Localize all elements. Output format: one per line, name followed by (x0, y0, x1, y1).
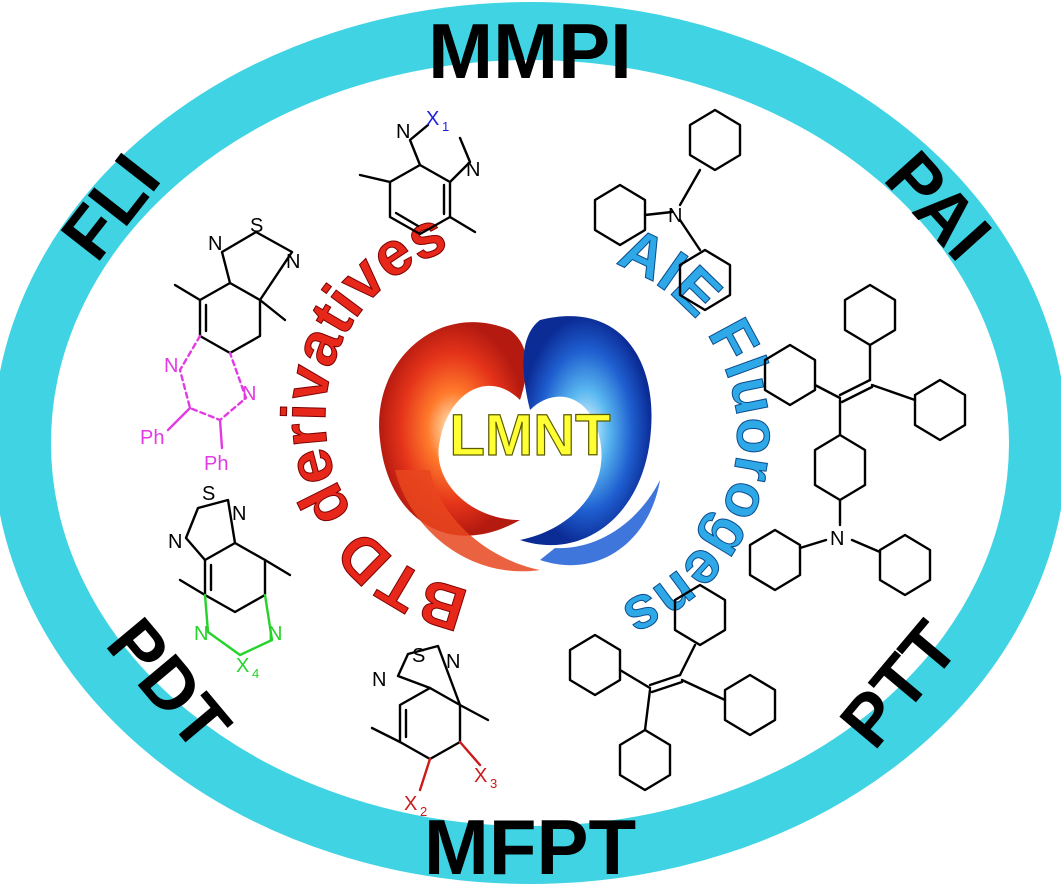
substituent-bond (173, 283, 202, 302)
atom-n: N (446, 651, 460, 673)
phenyl-ring (913, 378, 967, 442)
structure-tpe (568, 583, 777, 792)
atom-x3-sub: 3 (490, 776, 497, 791)
atom-n: N (830, 528, 844, 550)
atom-x2-sub: 2 (420, 804, 427, 819)
benzene-ring (398, 686, 462, 761)
five-ring (448, 136, 472, 184)
atom-n-magenta: N (164, 355, 178, 377)
benzene-ring (203, 541, 267, 614)
ring-label-bottom: MFPT (424, 803, 636, 886)
aryl-bond (618, 668, 652, 690)
phenyl-ring (678, 248, 732, 312)
ethylene-bond (838, 378, 872, 397)
atom-n-green: N (268, 623, 282, 645)
atom-x1-sub: 1 (442, 119, 449, 134)
thiadiazole (220, 230, 294, 302)
structure-triphenylamine: N (593, 108, 742, 312)
n-phenyl-bond (643, 210, 674, 217)
atom-n: N (396, 121, 410, 143)
green-ring (203, 593, 274, 657)
aryl-bond (643, 688, 652, 732)
swirl-blue-tail (540, 480, 660, 566)
atom-n: N (466, 159, 480, 181)
atom-n: N (168, 531, 182, 553)
atom-x2: X (404, 793, 417, 815)
phenyl-ring (723, 673, 777, 737)
benzene-ring (198, 281, 262, 355)
ethylene-bond (650, 680, 684, 694)
phenyl-ring (688, 108, 742, 172)
atom-x4-sub: 4 (252, 666, 259, 681)
phenyl-ring (673, 583, 727, 647)
atom-x1: X (426, 108, 439, 130)
substituent-bond (358, 173, 392, 184)
ethylene-bond (648, 673, 682, 687)
pyrazine-ring (178, 334, 248, 422)
atom-n-green: N (194, 623, 208, 645)
substituent-bond (263, 558, 292, 577)
structure-btd-x4: N S N N N X 4 (168, 483, 292, 681)
substituent-bond (458, 703, 490, 722)
x2-bond (418, 757, 432, 792)
five-ring (408, 123, 430, 167)
phenyl-ring (878, 533, 932, 597)
aryl-bond (680, 678, 727, 702)
phenyl-ring (568, 633, 622, 697)
aryl-bond (870, 383, 917, 402)
n-phenyl-bond (798, 538, 828, 550)
atom-n: N (208, 233, 222, 255)
structure-benzo-x1: N N X 1 (358, 108, 480, 236)
substituent-bond (448, 215, 477, 234)
phenyl-ring (748, 528, 802, 592)
n-phenyl-bond (678, 168, 702, 207)
atom-n: N (372, 669, 386, 691)
phenyl-ring (813, 433, 867, 502)
phenyl-ring (618, 728, 672, 792)
thiadiazole (184, 498, 237, 562)
atom-ph: Ph (204, 453, 228, 475)
phenyl-ring (843, 283, 897, 347)
structure-btd-x2-x3: N S N X 2 X 3 (370, 644, 497, 819)
double-bond (394, 211, 420, 228)
swirl-red-tail (395, 470, 540, 572)
n-phenyl-bond (850, 538, 882, 554)
atom-x3: X (474, 765, 487, 787)
atom-x4: X (236, 655, 249, 677)
ring-label-top: MMPI (428, 7, 632, 95)
center-label: LMNT (449, 403, 610, 468)
substituent-bond (370, 726, 402, 744)
substituent-bond (178, 578, 207, 597)
substituent-bond (258, 298, 287, 322)
atom-s: S (412, 645, 425, 667)
phenyl-bond (218, 418, 224, 450)
atom-s: S (250, 215, 263, 237)
phenyl-bond (166, 406, 192, 432)
n-phenyl-bond (678, 218, 702, 252)
aryl-bond (678, 643, 697, 677)
phenyl-ring (763, 343, 817, 407)
atom-n: N (668, 205, 682, 227)
atom-ph: Ph (140, 427, 164, 449)
phenyl-ring (593, 183, 647, 247)
structure-btd-pyrazine: N S N N N Ph Ph (140, 215, 300, 475)
structure-tpe-tpa: N (748, 283, 967, 597)
ethylene-bond (840, 385, 874, 404)
swirl-blue-half (520, 316, 652, 546)
pyrazine-dashed (178, 334, 248, 422)
atom-n: N (232, 503, 246, 525)
aryl-bond (813, 383, 842, 400)
atom-n: N (286, 251, 300, 273)
x3-bond (458, 740, 482, 767)
center-swirl: LMNT (379, 316, 660, 572)
thiadiazole (396, 644, 462, 707)
atom-n-magenta: N (242, 383, 256, 405)
atom-s: S (202, 483, 215, 505)
